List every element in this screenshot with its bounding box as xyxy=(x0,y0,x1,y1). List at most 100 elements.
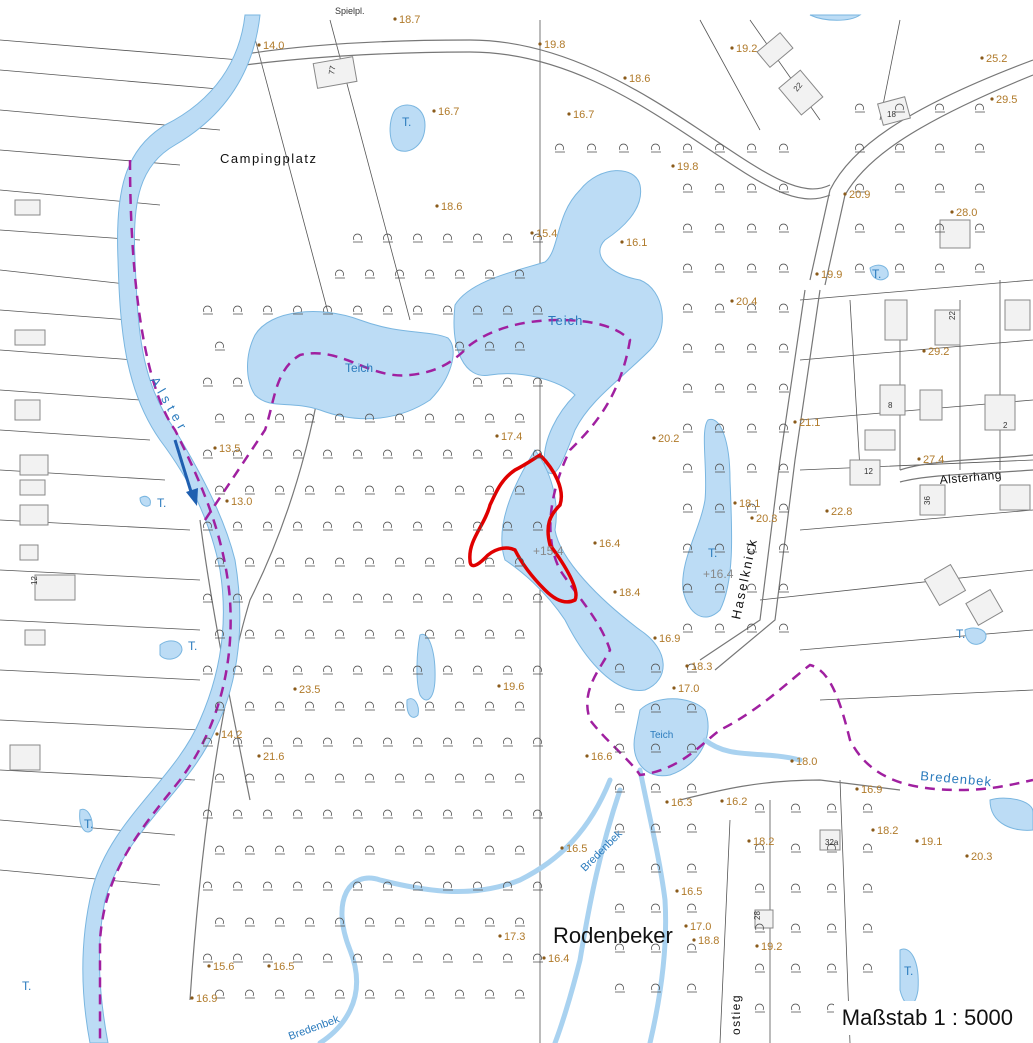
vegetation-mark xyxy=(779,183,788,191)
vegetation-mark xyxy=(245,485,254,493)
vegetation-mark xyxy=(533,233,542,241)
pond-label: T. xyxy=(904,964,913,978)
elevation-dot xyxy=(684,924,688,928)
vegetation-mark xyxy=(863,843,872,851)
vegetation-mark xyxy=(365,701,374,709)
label-water-level-right: +16.4 xyxy=(703,567,734,581)
vegetation-mark xyxy=(335,413,344,421)
vegetation-mark xyxy=(895,183,904,191)
vegetation-mark xyxy=(503,665,512,673)
elevation-dot xyxy=(495,434,499,438)
vegetation-mark xyxy=(715,543,724,551)
elevation-dot xyxy=(620,240,624,244)
vegetation-mark xyxy=(203,377,212,385)
vegetation-mark xyxy=(779,223,788,231)
vegetation-mark xyxy=(305,845,314,853)
vegetation-mark xyxy=(353,521,362,529)
vegetation-mark xyxy=(245,917,254,925)
vegetation-mark xyxy=(263,953,272,961)
elevation-value: 19.6 xyxy=(503,681,524,693)
vegetation-mark xyxy=(275,485,284,493)
elevation-value: 19.1 xyxy=(921,836,942,848)
vegetation-mark xyxy=(533,593,542,601)
vegetation-mark xyxy=(443,521,452,529)
vegetation-mark xyxy=(587,143,596,151)
elevation-value: 17.4 xyxy=(501,431,522,443)
highlighted-area-outline[interactable] xyxy=(468,452,578,604)
elevation-value: 18.4 xyxy=(619,587,640,599)
elevation-dot xyxy=(393,17,397,21)
vegetation-mark xyxy=(683,143,692,151)
house-number: 2 xyxy=(1003,421,1008,430)
vegetation-mark xyxy=(203,881,212,889)
vegetation-mark xyxy=(515,989,524,997)
alster-river xyxy=(82,14,261,1043)
vegetation-mark xyxy=(747,503,756,511)
elevation-value: 20.2 xyxy=(658,433,679,445)
elevation-dot xyxy=(917,457,921,461)
vegetation-mark xyxy=(683,263,692,271)
vegetation-mark xyxy=(827,963,836,971)
vegetation-mark xyxy=(293,881,302,889)
vegetation-mark xyxy=(233,953,242,961)
elevation-dot xyxy=(267,964,271,968)
vegetation-mark xyxy=(425,485,434,493)
vegetation-mark xyxy=(515,557,524,565)
vegetation-mark xyxy=(485,485,494,493)
vegetation-mark xyxy=(275,989,284,997)
elevation-dot xyxy=(750,516,754,520)
house-number: 12 xyxy=(864,467,873,476)
elevation-dot xyxy=(542,956,546,960)
vegetation-mark xyxy=(791,923,800,931)
vegetation-mark xyxy=(975,143,984,151)
vegetation-mark xyxy=(683,343,692,351)
pond-label: T. xyxy=(22,979,31,993)
vegetation-mark xyxy=(651,743,660,751)
vegetation-mark xyxy=(779,143,788,151)
elevation-value: 23.5 xyxy=(299,684,320,696)
vegetation-mark xyxy=(779,423,788,431)
vegetation-mark xyxy=(293,449,302,457)
vegetation-mark xyxy=(275,629,284,637)
elevation-dot xyxy=(207,964,211,968)
elevation-value: 20.4 xyxy=(736,296,757,308)
vegetation-mark xyxy=(503,521,512,529)
elevation-value: 19.8 xyxy=(677,161,698,173)
vegetation-mark xyxy=(383,593,392,601)
vegetation-mark xyxy=(485,557,494,565)
vegetation-mark xyxy=(395,557,404,565)
vegetation-mark xyxy=(827,803,836,811)
elevation-dot xyxy=(915,839,919,843)
vegetation-mark xyxy=(683,423,692,431)
elevation-dot xyxy=(567,112,571,116)
vegetation-mark xyxy=(335,701,344,709)
elevation-dot xyxy=(215,732,219,736)
house-number: 77 xyxy=(327,64,338,75)
elevation-value: 16.7 xyxy=(573,109,594,121)
vegetation-mark xyxy=(413,305,422,313)
vegetation-mark xyxy=(395,701,404,709)
vegetation-mark xyxy=(779,583,788,591)
vegetation-mark xyxy=(425,629,434,637)
elevation-dot xyxy=(675,889,679,893)
elevation-value: 17.0 xyxy=(690,921,711,933)
vegetation-mark xyxy=(755,803,764,811)
vegetation-mark xyxy=(779,343,788,351)
vegetation-mark xyxy=(747,623,756,631)
vegetation-mark xyxy=(413,521,422,529)
elevation-value: 15.4 xyxy=(536,228,557,240)
vegetation-mark xyxy=(683,543,692,551)
elevation-dot xyxy=(497,684,501,688)
vegetation-mark xyxy=(353,881,362,889)
vegetation-mark xyxy=(275,557,284,565)
vegetation-mark xyxy=(203,521,212,529)
vegetation-mark xyxy=(791,963,800,971)
elevation-dot xyxy=(665,800,669,804)
elevation-dot xyxy=(815,272,819,276)
elevation-value: 18.0 xyxy=(796,756,817,768)
vegetation-mark xyxy=(503,305,512,313)
vegetation-mark xyxy=(687,743,696,751)
vegetation-mark xyxy=(515,413,524,421)
vegetation-mark xyxy=(455,917,464,925)
